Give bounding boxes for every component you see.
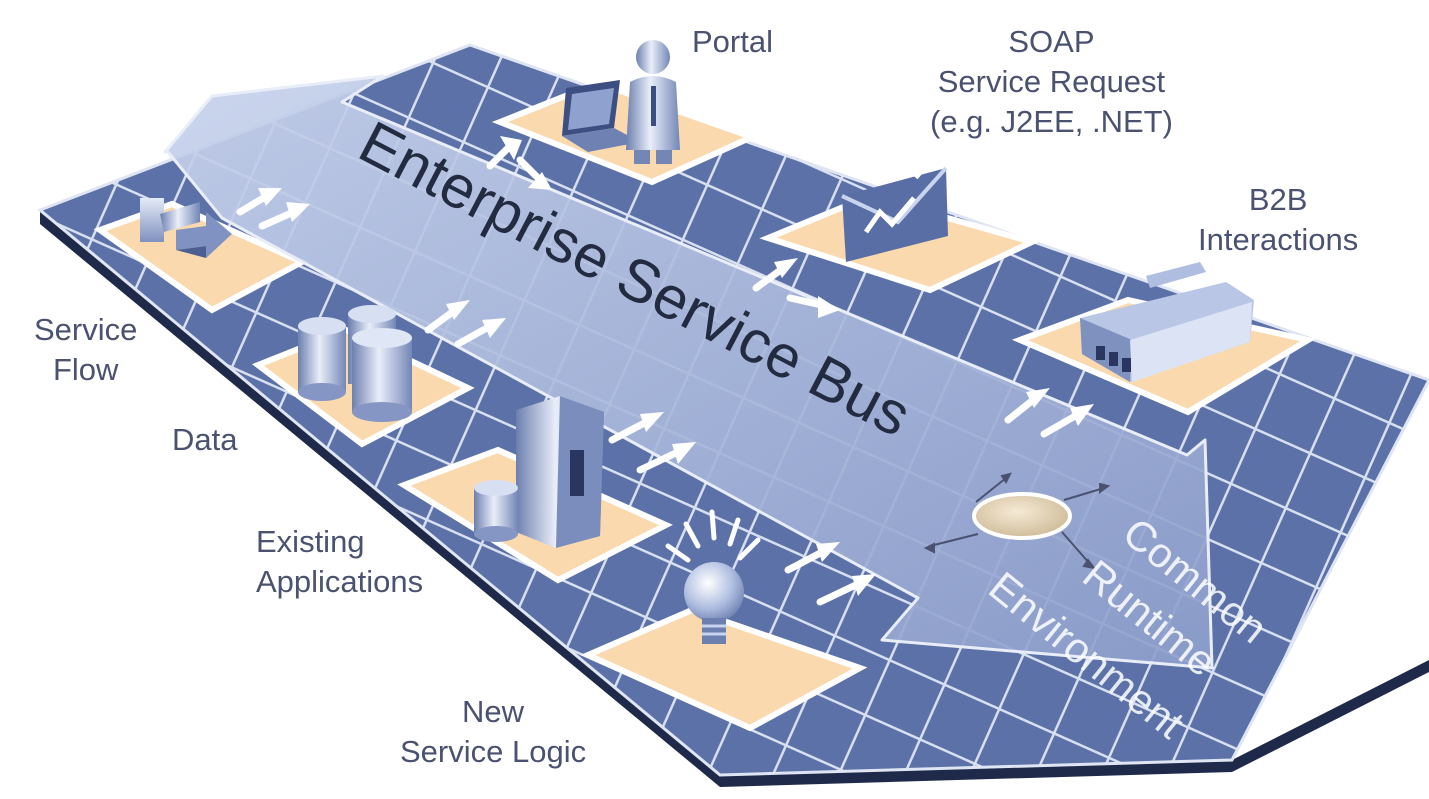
runtime-hub-icon [923, 472, 1111, 570]
label-new-logic: New Service Logic [400, 692, 586, 772]
bus-arrow [163, 74, 1214, 670]
exchange-arrow-existing-apps [608, 412, 696, 474]
label-soap-line-2: Service Request [937, 64, 1166, 99]
pad-portal [491, 79, 761, 186]
label-service-flow-line-2: Flow [52, 352, 119, 387]
label-data-line-1: Data [172, 422, 238, 457]
label-service-flow: Service Flow [34, 310, 137, 390]
database-cylinders-icon [298, 305, 412, 422]
label-soap-line-1: SOAP [1008, 24, 1095, 59]
label-new-logic-line-1: New [462, 694, 525, 729]
label-soap-line-3: (e.g. J2EE, .NET) [930, 104, 1173, 139]
exchange-arrows [236, 136, 1094, 606]
person-with-laptop-icon [562, 40, 680, 164]
flow-arrows-icon [140, 198, 232, 258]
label-b2b: B2B Interactions [1198, 180, 1358, 260]
label-existing-apps: Existing Applications [256, 522, 423, 602]
exchange-arrow-portal [486, 136, 552, 190]
factory-building-icon [1080, 262, 1254, 382]
label-existing-apps-line-2: Applications [256, 564, 424, 599]
exchange-arrow-new-logic [784, 542, 876, 606]
exchange-arrow-b2b [1004, 388, 1094, 438]
lightbulb-icon [665, 509, 761, 644]
pad-new-logic [580, 606, 868, 732]
label-existing-apps-line-1: Existing [256, 524, 365, 559]
label-b2b-line-1: B2B [1248, 182, 1308, 217]
exchange-arrow-data [424, 300, 506, 348]
envelope-with-lightning-icon [841, 148, 948, 262]
label-b2b-line-2: Interactions [1198, 222, 1359, 257]
label-data: Data [172, 420, 237, 460]
server-tower-icon [474, 396, 604, 548]
label-new-logic-line-2: Service Logic [400, 734, 587, 769]
label-portal-line-1: Portal [692, 24, 773, 59]
exchange-arrow-service-flow [236, 188, 310, 230]
label-soap: SOAP Service Request (e.g. J2EE, .NET) [930, 22, 1173, 142]
exchange-arrow-soap [752, 258, 840, 318]
label-service-flow-line-1: Service [34, 312, 138, 347]
label-portal: Portal [692, 22, 773, 62]
